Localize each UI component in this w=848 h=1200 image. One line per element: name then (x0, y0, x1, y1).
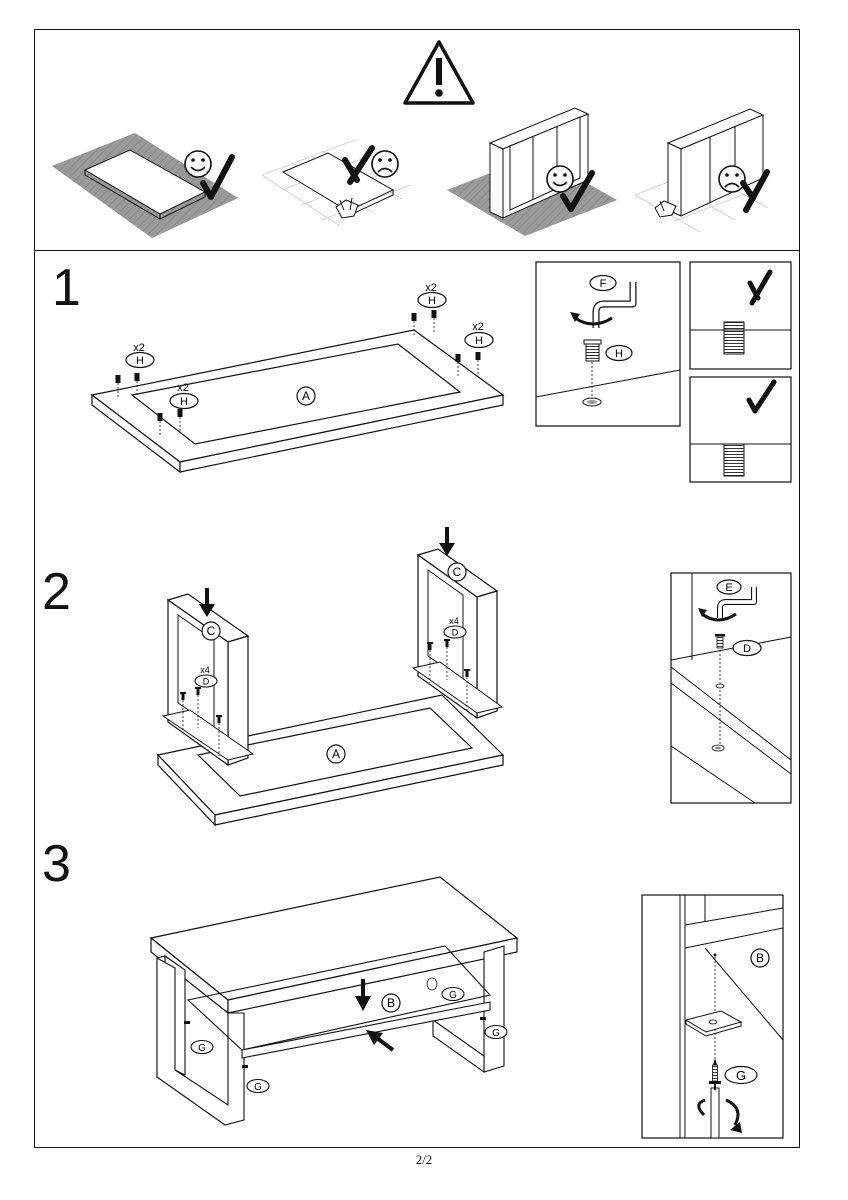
part-label-a: A (296, 386, 316, 406)
svg-text:x2: x2 (472, 321, 484, 333)
part-label-c: C (447, 562, 467, 582)
part-label-g: G (242, 1065, 270, 1094)
checkmark-icon (200, 154, 235, 200)
part-label-d: x4 D (194, 665, 218, 688)
svg-text:D: D (203, 677, 210, 687)
svg-text:G: G (449, 990, 457, 1001)
warning-separator (34, 250, 800, 251)
happy-face-icon (546, 165, 574, 193)
svg-text:A: A (302, 389, 310, 403)
step-1-detail-correct (689, 376, 792, 483)
part-label-c: C (201, 621, 221, 641)
part-label-h: x2 H (169, 382, 199, 410)
svg-text:F: F (600, 278, 607, 290)
step-2-detail-box: E D (670, 572, 792, 804)
hex-key-icon (717, 587, 757, 618)
step-2-number: 2 (42, 563, 71, 621)
svg-text:G: G (254, 1082, 262, 1093)
svg-text:B: B (387, 996, 395, 1010)
page-number: 2/2 (415, 1152, 433, 1167)
sad-face-icon (371, 150, 399, 178)
warning-scene-panel-on-rug (52, 133, 238, 238)
svg-text:G: G (736, 1068, 746, 1083)
step-3-detail-box: G B (641, 894, 784, 1139)
sad-face-icon (718, 165, 746, 193)
svg-text:C: C (453, 565, 462, 579)
svg-text:E: E (725, 582, 732, 594)
svg-text:x2: x2 (133, 342, 145, 354)
step-1-number: 1 (52, 259, 81, 317)
insert-nut-icon (583, 339, 602, 362)
warning-scene-cabinet-on-floor (634, 108, 769, 233)
part-label-b: B (381, 993, 401, 1013)
part-label-a: A (326, 744, 346, 764)
step-1-panel-a (90, 329, 505, 474)
down-arrow-icon (355, 996, 371, 1011)
rotate-arrow-icon (701, 612, 737, 622)
svg-text:H: H (180, 396, 188, 408)
part-label-g: G (426, 977, 465, 1002)
step-3-number: 3 (42, 835, 71, 893)
step-1-detail-box: F H (535, 261, 681, 427)
svg-text:C: C (207, 624, 216, 638)
part-label-h: x2 H (464, 321, 494, 349)
warning-scene-panel-on-floor (261, 139, 411, 227)
down-arrow-icon (199, 604, 215, 617)
svg-text:G: G (492, 1028, 500, 1039)
instruction-frame (34, 29, 800, 1148)
svg-text:H: H (428, 295, 436, 307)
screwdriver-icon (710, 1084, 720, 1139)
wood-screw-icon (709, 1058, 721, 1084)
part-label-g: G (184, 1021, 214, 1055)
svg-text:H: H (615, 348, 623, 360)
cross-mark-icon (747, 269, 773, 306)
svg-text:G: G (198, 1043, 206, 1054)
svg-text:A: A (332, 747, 340, 761)
part-label-d: x4 D (443, 616, 467, 639)
part-label-g: G (480, 1017, 508, 1040)
svg-text:B: B (756, 951, 764, 965)
part-label-h: x2 H (125, 342, 155, 369)
step-1-detail-wrong (689, 261, 792, 370)
push-arrow-icon (366, 1030, 383, 1045)
cross-mark-icon (740, 169, 770, 213)
svg-text:H: H (136, 355, 144, 367)
rotate-arrow-icon (697, 1098, 740, 1126)
checkmark-icon (746, 379, 777, 414)
push-arrow-icon (375, 1036, 395, 1052)
step-2-leg-left (161, 593, 255, 767)
down-arrow-icon (439, 543, 455, 556)
part-label-h: x2 H (417, 282, 447, 309)
svg-text:D: D (452, 628, 459, 638)
warning-scene-cabinet-on-rug (447, 107, 617, 236)
svg-text:D: D (743, 643, 751, 655)
svg-text:H: H (475, 335, 483, 347)
rotate-arrow-icon (574, 316, 613, 326)
svg-text:x4: x4 (200, 665, 210, 675)
svg-text:x2: x2 (177, 382, 189, 394)
checkmark-icon (560, 170, 595, 212)
happy-face-icon (184, 150, 212, 178)
step-3-table (149, 876, 519, 1126)
svg-text:x4: x4 (449, 616, 459, 626)
cross-mark-icon (342, 145, 375, 185)
svg-text:x2: x2 (425, 282, 437, 294)
warning-triangle-icon (403, 40, 475, 105)
hex-key-icon (592, 282, 637, 328)
